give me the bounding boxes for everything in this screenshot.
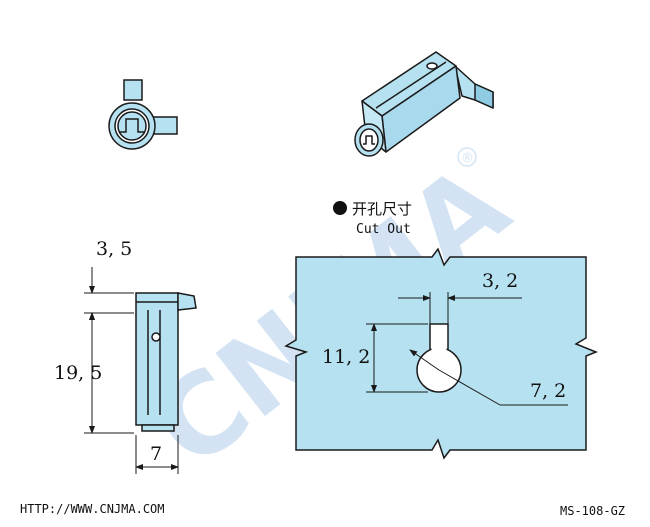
cutout-dimensions: [366, 292, 568, 406]
side-view-dimensions: [84, 267, 179, 474]
dim-width: 7: [150, 443, 163, 465]
dim-hole-diameter: 7, 2: [530, 380, 567, 402]
bullet-icon: [333, 201, 347, 215]
front-view: [108, 79, 178, 150]
dim-height: 19, 5: [54, 362, 103, 384]
isometric-view: [354, 51, 494, 157]
cutout-title-cn: 开孔尺寸: [352, 200, 413, 218]
footer-url: HTTP://WWW.CNJMA.COM: [20, 502, 165, 516]
dim-top-offset: 3, 5: [96, 238, 133, 260]
cutout-title-en: Cut Out: [356, 222, 411, 237]
registered-mark: ®: [461, 151, 474, 166]
side-view: [135, 292, 197, 432]
cutout-panel: [284, 247, 599, 460]
model-code: MS-108-GZ: [560, 504, 626, 518]
dim-slot-width: 3, 2: [482, 270, 519, 292]
dim-slot-length: 11, 2: [322, 346, 371, 368]
